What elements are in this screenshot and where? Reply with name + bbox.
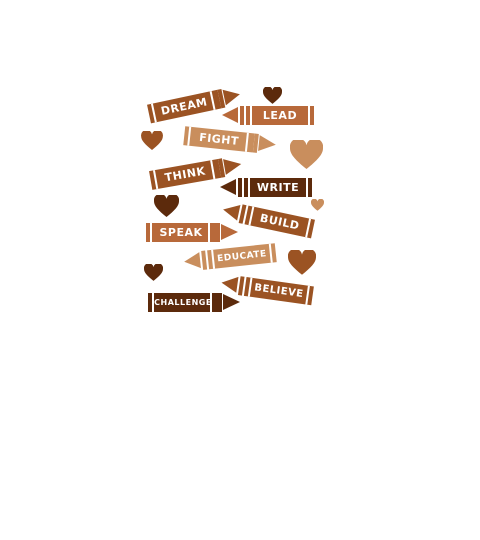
crayon-challenge-label: CHALLENGE — [154, 298, 212, 307]
heart-icon — [144, 264, 163, 281]
crayon-write: WRITE — [220, 178, 312, 197]
heart-icon — [311, 199, 324, 211]
crayon-speak: SPEAK — [146, 223, 238, 242]
heart-icon — [141, 131, 163, 150]
crayon-educate: EDUCATE — [183, 243, 277, 272]
heart-icon — [263, 87, 282, 104]
crayon-dream-label: DREAM — [159, 95, 209, 118]
crayon-think-label: THINK — [163, 164, 207, 185]
heart-icon — [288, 250, 316, 275]
crayon-write-label: WRITE — [256, 181, 300, 194]
heart-icon — [154, 195, 179, 217]
crayon-lead: LEAD — [222, 106, 314, 125]
heart-icon — [290, 140, 323, 169]
crayon-believe-label: BELIEVE — [253, 282, 305, 301]
crayon-lead-label: LEAD — [262, 109, 298, 122]
crayon-speak-label: SPEAK — [159, 226, 203, 239]
crayon-build-label: BUILD — [258, 211, 301, 233]
crayon-challenge: CHALLENGE — [148, 293, 240, 312]
crayon-fight: FIGHT — [183, 126, 277, 155]
crayon-educate-label: EDUCATE — [216, 248, 268, 264]
crayon-fight-label: FIGHT — [198, 130, 240, 148]
